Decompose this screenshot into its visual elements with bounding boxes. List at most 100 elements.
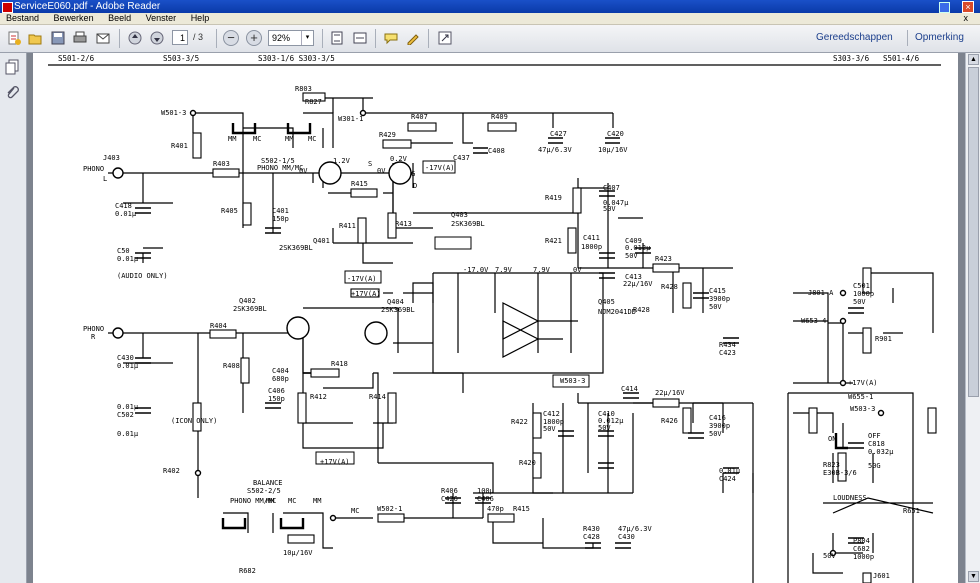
schematic-component-label: C426 — [441, 495, 458, 503]
schematic-component-label: 2SK369BL — [233, 305, 267, 313]
schematic-component-label: R401 — [171, 142, 188, 150]
schematic-component-label: (AUDIO ONLY) — [117, 272, 168, 280]
schematic-component-label: W501-3 — [161, 109, 186, 117]
schematic-component-label: G — [411, 170, 415, 178]
save-icon — [51, 31, 65, 45]
schematic-component-label: S — [368, 160, 372, 168]
schematic-component-label: C412 — [543, 410, 560, 418]
scroll-down-arrow[interactable]: ▼ — [968, 571, 979, 582]
schematic-component-label: C502 — [117, 411, 134, 419]
schematic-component-label: R803 — [295, 85, 312, 93]
schematic-component-label: R414 — [369, 393, 386, 401]
schematic-component-label: 2SK369BL — [451, 220, 485, 228]
schematic-component-label: S502-2/5 — [247, 487, 281, 495]
menu-bewerken[interactable]: Bewerken — [53, 13, 94, 23]
schematic-component-label: W653-4 — [801, 317, 826, 325]
schematic-component-label: LOUDNESS — [833, 494, 867, 502]
schematic-component-label: OFF — [868, 432, 881, 440]
email-button[interactable] — [94, 29, 112, 47]
schematic-component-label: C401 — [272, 207, 289, 215]
schematic-component-label: R827 — [305, 98, 322, 106]
attachments-panel-icon[interactable] — [5, 85, 20, 101]
schematic-component-label: 7.9V — [533, 266, 551, 274]
schematic-component-label: R418 — [331, 360, 348, 368]
vertical-scrollbar[interactable]: ▲ ▼ — [965, 53, 980, 583]
next-page-button[interactable] — [148, 29, 166, 47]
create-pdf-icon — [8, 31, 21, 45]
schematic-component-label: -17V(A) — [347, 275, 377, 283]
minimize-button[interactable] — [939, 2, 950, 13]
schematic-component-label: R415 — [513, 505, 530, 513]
schematic-component-label: R430 — [583, 525, 600, 533]
scroll-thumb[interactable] — [968, 67, 979, 397]
page-number-input[interactable]: 1 — [172, 30, 188, 45]
schematic-component-label: C420 — [607, 130, 624, 138]
document-close-button[interactable]: x — [963, 13, 969, 23]
open-button[interactable] — [26, 29, 44, 47]
schematic-component-label: BALANCE — [253, 479, 283, 487]
fit-width-button[interactable] — [351, 29, 369, 47]
create-pdf-button[interactable] — [5, 29, 23, 47]
schematic-component-label: MC — [253, 135, 261, 143]
print-button[interactable] — [71, 29, 89, 47]
previous-page-button[interactable] — [126, 29, 144, 47]
schematic-component-label: 0.012µ — [625, 244, 651, 252]
zoom-select[interactable]: 92% ▾ — [268, 30, 314, 46]
comment-link[interactable]: Opmerking — [915, 32, 964, 43]
schematic-component-label: PHONO MM/MC — [257, 164, 303, 172]
schematic-component-label: R434 — [719, 341, 736, 349]
schematic-component-label: C415 — [709, 287, 726, 295]
expand-button[interactable] — [436, 29, 454, 47]
schematic-component-label: C414 — [621, 385, 638, 393]
schematic-component-label: Q404 — [387, 298, 404, 306]
schematic-component-label: -17V(A) — [425, 164, 455, 172]
schematic-component-label: C424 — [719, 475, 736, 483]
save-button[interactable] — [49, 29, 67, 47]
schematic-component-label: 1800p — [581, 243, 602, 251]
schematic-component-label: MC — [308, 135, 316, 143]
tools-link[interactable]: Gereedschappen — [816, 32, 893, 43]
zoom-out-button[interactable]: − — [223, 30, 239, 46]
schematic-component-label: 0.01µ — [117, 430, 139, 438]
zoom-in-button[interactable]: + — [246, 30, 262, 46]
schematic-component-label: W655-1 — [848, 393, 873, 401]
schematic-component-label: -17.0V — [463, 266, 489, 274]
schematic-component-label: C416 — [709, 414, 726, 422]
menu-bestand[interactable]: Bestand — [6, 13, 40, 23]
schematic-component-label: R901 — [875, 335, 892, 343]
schematic-component-label: R422 — [511, 418, 528, 426]
schematic-component-label: 10µ/16V — [283, 549, 313, 557]
schematic-component-label: C50 — [117, 247, 130, 255]
menu-venster[interactable]: Venster — [145, 13, 177, 23]
schematic-component-label: 50V — [709, 430, 722, 438]
fit-page-icon — [331, 31, 343, 45]
menu-beeld[interactable]: Beeld — [108, 13, 132, 23]
schematic-component-label: C404 — [272, 367, 289, 375]
scroll-up-arrow[interactable]: ▲ — [968, 54, 979, 65]
schematic-component-label: 0.01µ — [115, 210, 137, 218]
window-close-button[interactable]: × — [962, 1, 974, 13]
menu-help[interactable]: Help — [190, 13, 210, 23]
menu-bar: Bestand Bewerken Beeld Venster Help x — [0, 13, 980, 25]
schematic-component-label: C409 — [625, 237, 642, 245]
schematic-component-label: R407 — [411, 113, 428, 121]
schematic-component-label: 50G — [868, 462, 881, 470]
schematic-component-label: C430 — [618, 533, 635, 541]
schematic-component-label: R419 — [545, 194, 562, 202]
fit-page-button[interactable] — [328, 29, 346, 47]
schematic-component-label: PHONO — [83, 165, 104, 173]
schematic-component-label: R403 — [213, 160, 230, 168]
schematic-component-label: C437 — [453, 154, 470, 162]
schematic-component-label: 0V — [299, 167, 308, 175]
schematic-component-label: 0.032µ — [868, 448, 894, 456]
schematic-component-label: C818 — [868, 440, 885, 448]
schematic-component-label: MC — [351, 507, 359, 515]
schematic-header-label: S503-3/5 — [163, 54, 199, 63]
schematic-component-label: 0.012µ — [598, 417, 624, 425]
schematic-component-label: R409 — [491, 113, 508, 121]
pages-panel-icon[interactable] — [5, 59, 20, 75]
comment-button[interactable] — [382, 29, 400, 47]
window-title: ServiceE060.pdf - Adobe Reader — [14, 1, 161, 12]
sign-button[interactable] — [404, 29, 422, 47]
